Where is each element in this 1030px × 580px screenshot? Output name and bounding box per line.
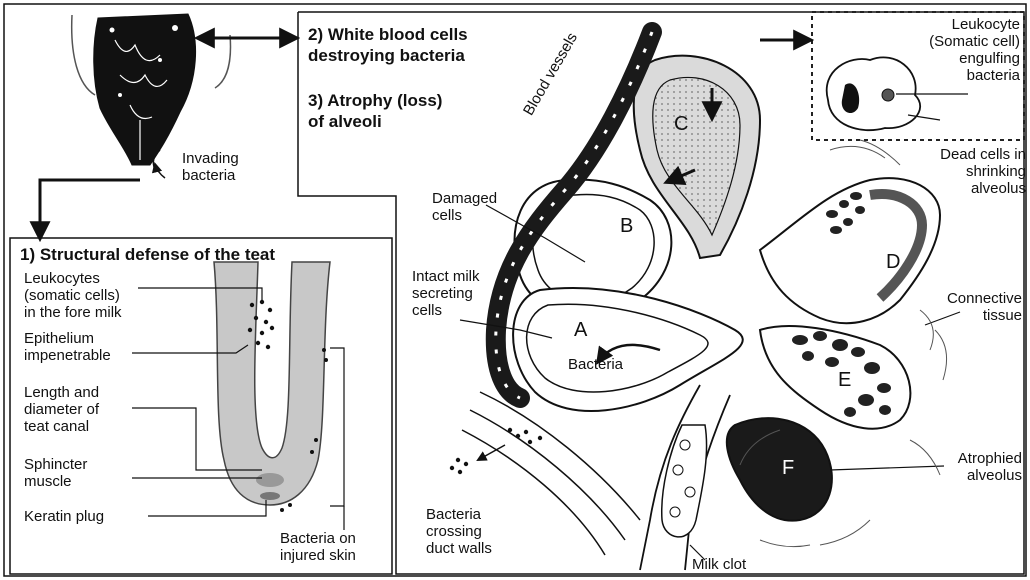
alveolus-e-letter: E [838,372,851,389]
section-1-title: 1) Structural defense of the teat [20,244,275,265]
alveolus-b-letter: B [620,218,633,235]
alveolus-e [760,326,910,429]
section-2-title: 2) White blood cells destroying bacteria [308,24,468,66]
alveolus-f-letter: F [782,460,794,477]
alveolus-a [513,288,743,411]
alveolus-d-letter: D [886,254,900,271]
bacteria-injured-skin-label: Bacteria on injured skin [280,530,356,564]
alveolus-f [727,418,832,521]
teat-cross-section [214,262,330,512]
epithelium-label: Epithelium impenetrable [24,330,111,364]
bacteria-label: Bacteria [568,356,623,373]
invading-bacteria-label: Invading bacteria [182,150,239,184]
arrow-to-section-1 [40,180,140,238]
bacteria-crossing-label: Bacteria crossing duct walls [426,506,492,557]
intact-milk-label: Intact milk secreting cells [412,268,480,319]
sphincter-label: Sphincter muscle [24,456,87,490]
milk-duct [640,385,730,570]
milk-clot-label: Milk clot [692,556,746,573]
alveolus-c-letter: C [674,116,688,133]
leukocyte-engulfing-label: Leukocyte (Somatic cell) engulfing bacte… [900,16,1020,84]
damaged-cells-label: Damaged cells [432,190,497,224]
leukocytes-label: Leukocytes (somatic cells) in the fore m… [24,270,122,321]
atrophied-label: Atrophied alveolus [900,450,1022,484]
alveolus-a-letter: A [574,322,587,339]
dead-cells-label: Dead cells in shrinking alveolus [900,146,1026,197]
connective-tissue-label: Connective tissue [900,290,1022,324]
teat-canal-label: Length and diameter of teat canal [24,384,99,435]
keratin-label: Keratin plug [24,508,104,525]
section-3-title: 3) Atrophy (loss) of alveoli [308,90,442,132]
